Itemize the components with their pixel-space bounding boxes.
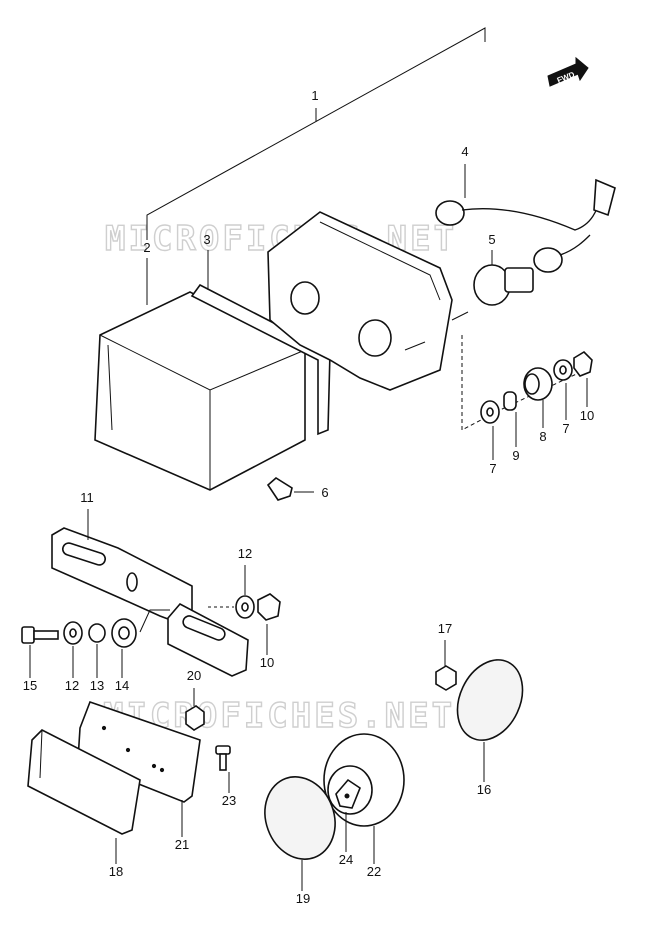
callout-c12b: 12 bbox=[65, 678, 79, 693]
callout-c13: 13 bbox=[90, 678, 104, 693]
assembly-bracket bbox=[146, 27, 486, 240]
callout-c5: 5 bbox=[488, 232, 495, 247]
callout-c23: 23 bbox=[222, 793, 236, 808]
bulb bbox=[473, 250, 534, 306]
callout-c6: 6 bbox=[321, 485, 328, 500]
callout-c11: 11 bbox=[80, 490, 94, 505]
callout-c1: 1 bbox=[311, 88, 318, 103]
hardware-row-top bbox=[480, 350, 593, 460]
plate-lens bbox=[27, 729, 141, 864]
callout-c24: 24 bbox=[339, 852, 353, 867]
bulb-socket-wire bbox=[435, 164, 616, 273]
callout-c10b: 10 bbox=[260, 655, 274, 670]
reflector-housing bbox=[323, 733, 405, 864]
callout-c10a: 10 bbox=[580, 408, 594, 423]
license-bracket bbox=[51, 509, 249, 677]
callout-c4: 4 bbox=[461, 144, 468, 159]
fwd-arrow-icon: FWD bbox=[547, 56, 589, 87]
callout-c15: 15 bbox=[23, 678, 37, 693]
callout-c21: 21 bbox=[175, 837, 189, 852]
hardware-row-bottom bbox=[21, 618, 137, 678]
callout-c16: 16 bbox=[477, 782, 491, 797]
rear-reflector bbox=[264, 776, 336, 891]
washer-nut-mid bbox=[208, 565, 281, 655]
callout-c8: 8 bbox=[539, 429, 546, 444]
callout-c18: 18 bbox=[109, 864, 123, 879]
plate-nut bbox=[185, 688, 205, 731]
plate-screw bbox=[215, 745, 231, 793]
side-reflector bbox=[435, 640, 524, 782]
tail-lens bbox=[94, 258, 306, 491]
callout-c7a: 7 bbox=[489, 461, 496, 476]
callout-c22: 22 bbox=[367, 864, 381, 879]
callout-c7b: 7 bbox=[562, 421, 569, 436]
callout-c17: 17 bbox=[438, 621, 452, 636]
callout-c19: 19 bbox=[296, 891, 310, 906]
clip-nut bbox=[266, 477, 314, 501]
callout-c14: 14 bbox=[115, 678, 129, 693]
callout-c20: 20 bbox=[187, 668, 201, 683]
callout-c2: 2 bbox=[143, 240, 150, 255]
callout-c12a: 12 bbox=[238, 546, 252, 561]
tail-housing bbox=[267, 211, 469, 391]
callout-c3: 3 bbox=[203, 232, 210, 247]
callout-c9: 9 bbox=[512, 448, 519, 463]
